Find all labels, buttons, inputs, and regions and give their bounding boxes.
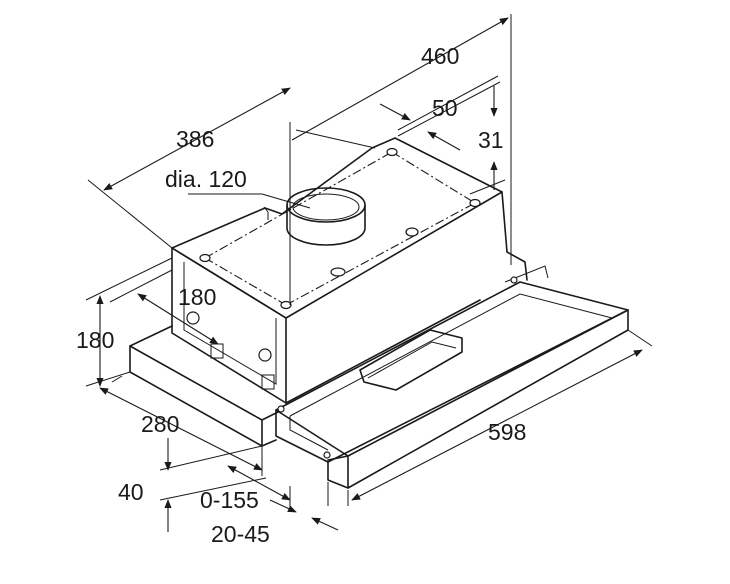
dimension-lines xyxy=(85,14,653,532)
label-duct-offset: 50 xyxy=(432,95,458,121)
label-body-depth: 280 xyxy=(141,411,179,437)
label-duct-diameter: dia. 120 xyxy=(165,166,247,192)
label-width: 598 xyxy=(488,419,526,445)
hole-icon xyxy=(199,253,211,263)
label-depth-total: 460 xyxy=(421,43,459,69)
bracket-icon xyxy=(261,374,275,390)
hole-icon xyxy=(405,227,419,237)
hole-icon xyxy=(510,276,518,284)
label-front-height: 40 xyxy=(118,479,144,505)
hole-icon xyxy=(330,267,346,277)
duct-collar xyxy=(286,187,366,246)
label-body-height: 180 xyxy=(76,327,114,353)
dimension-labels: 460 50 31 386 dia. 120 180 180 280 40 0-… xyxy=(76,43,526,547)
bracket-icon xyxy=(210,343,224,359)
mounting-holes xyxy=(186,147,481,390)
label-extension: 0-155 xyxy=(200,487,259,513)
label-side-height: 180 xyxy=(178,284,216,310)
hole-icon xyxy=(277,405,285,413)
hood-body xyxy=(171,137,528,404)
hole-icon xyxy=(386,147,398,157)
extendable-tray xyxy=(275,265,629,489)
hole-icon xyxy=(258,348,272,362)
label-duct-depth: 386 xyxy=(176,126,214,152)
hole-icon xyxy=(323,451,331,459)
hole-icon xyxy=(280,300,292,310)
hole-icon xyxy=(186,311,200,325)
hole-icon xyxy=(469,198,481,208)
label-front-offset: 20-45 xyxy=(211,521,270,547)
label-outlet-height: 31 xyxy=(478,127,504,153)
